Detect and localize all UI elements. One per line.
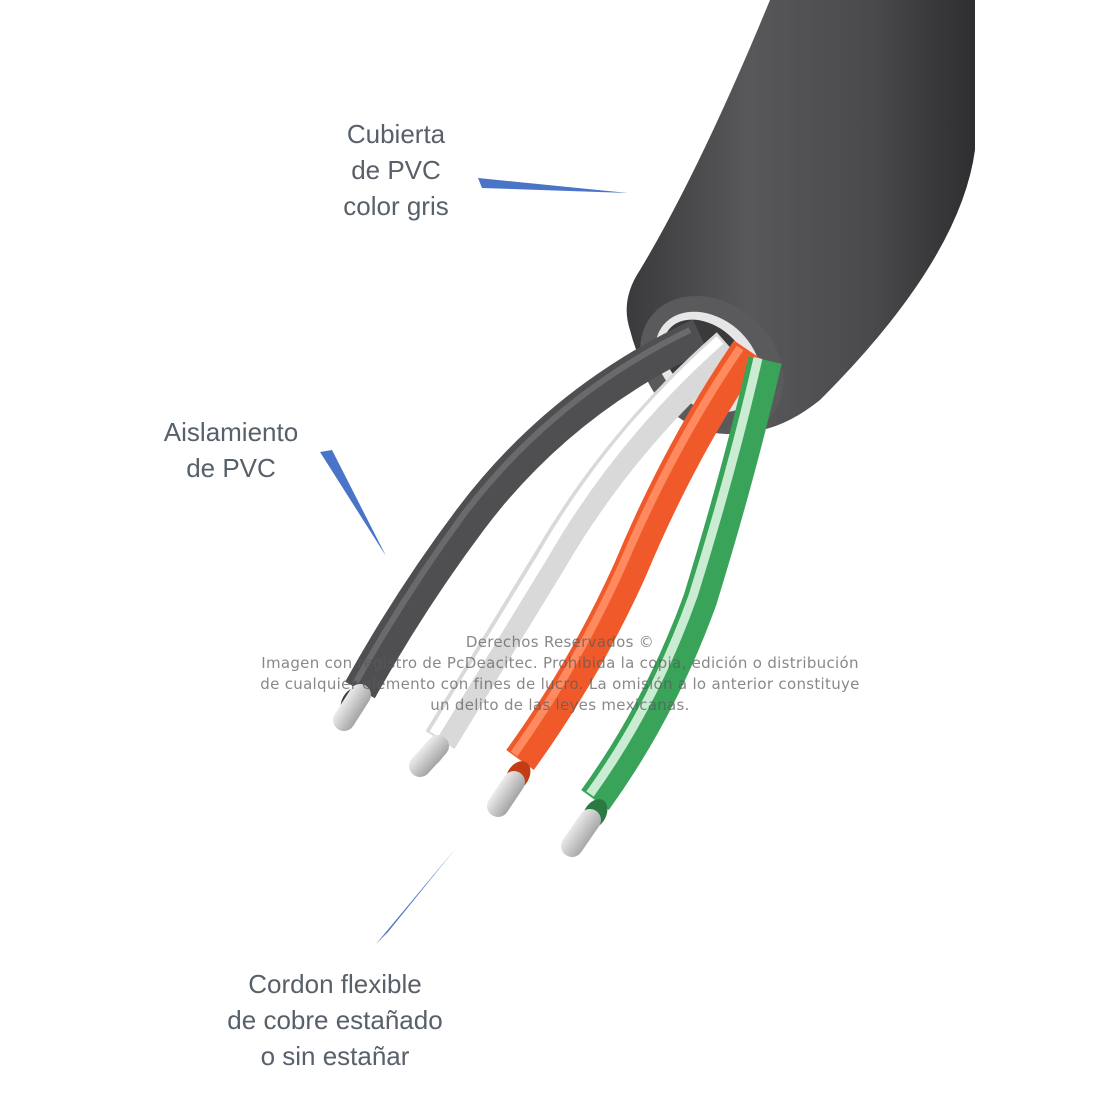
insulation-label-line-1: Aislamiento [163, 417, 299, 447]
cord-pointer-arrow [376, 848, 456, 944]
watermark-line-3: de cualquier elemento con fines de lucro… [260, 675, 860, 693]
jacket-label-line-3: color gris [343, 191, 449, 221]
jacket-pointer-arrow [478, 178, 628, 193]
cord-label-line-2: de cobre estañado [227, 1005, 443, 1035]
jacket-label: Cubierta de PVC color gris [326, 116, 466, 224]
cord-label-line-1: Cordon flexible [248, 969, 422, 999]
insulation-pointer-arrow [320, 450, 386, 556]
watermark-line-2: Imagen con registro de PcDeacitec. Prohi… [261, 654, 859, 672]
insulation-label-line-2: de PVC [186, 453, 276, 483]
jacket-label-line-2: de PVC [351, 155, 441, 185]
watermark-line-4: un delito de las leyes mexicanas. [430, 696, 690, 714]
cord-label: Cordon flexible de cobre estañado o sin … [200, 966, 470, 1074]
watermark-line-1: Derechos Reservados © [465, 633, 655, 651]
cord-label-line-3: o sin estañar [260, 1041, 410, 1071]
copyright-watermark: Derechos Reservados © Imagen con registr… [200, 632, 920, 716]
insulation-label: Aislamiento de PVC [146, 414, 316, 486]
wire-white [409, 332, 740, 777]
jacket-label-line-1: Cubierta [346, 119, 446, 149]
wire-black [333, 319, 708, 731]
wire-green [561, 356, 782, 857]
wire-red [487, 340, 763, 817]
